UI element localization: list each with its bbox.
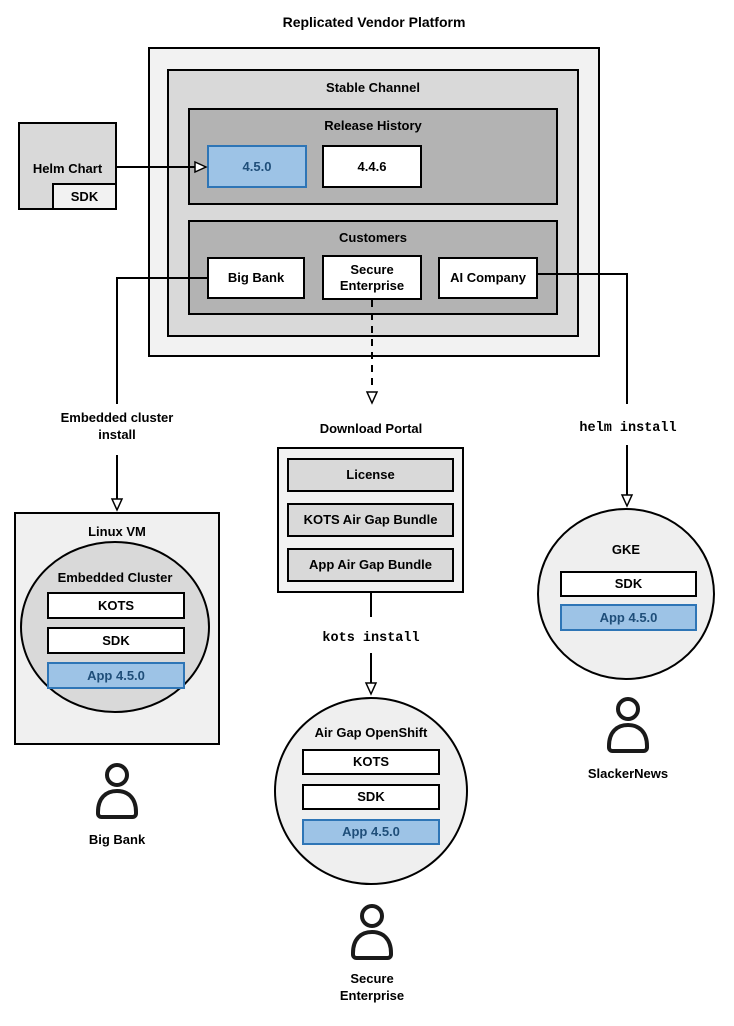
big-bank-user-label: Big Bank (88, 832, 146, 847)
openshift-kots-box: KOTS (302, 749, 440, 775)
gke-sdk-box: SDK (560, 571, 697, 597)
embedded-cluster-kots-box: KOTS (47, 592, 185, 619)
release-history-label: Release History (324, 118, 422, 133)
download-portal-label: Download Portal (319, 421, 423, 436)
gke-app-box: App 4.5.0 (560, 604, 697, 631)
diagram-title: Replicated Vendor Platform (282, 14, 466, 30)
gke-arrowhead-icon (620, 494, 634, 508)
customer-big-bank-box: Big Bank (207, 257, 305, 299)
openshift-arrowhead-icon (364, 682, 378, 696)
stable-channel-label: Stable Channel (326, 80, 420, 95)
release-450-box: 4.5.0 (207, 145, 307, 188)
air-gap-openshift-label: Air Gap OpenShift (314, 725, 428, 740)
gke-label: GKE (611, 542, 641, 557)
linux-vm-label: Linux VM (88, 524, 146, 539)
linux-vm-arrowhead-icon (110, 498, 124, 512)
helm-chart-sdk-box: SDK (52, 183, 117, 210)
embedded-cluster-app-box: App 4.5.0 (47, 662, 185, 689)
app-airgap-bundle-box: App Air Gap Bundle (287, 548, 454, 582)
secure-enterprise-user-label: Secure Enterprise (339, 971, 405, 1003)
openshift-app-box: App 4.5.0 (302, 819, 440, 845)
openshift-sdk-box: SDK (302, 784, 440, 810)
slackernews-user-label: SlackerNews (587, 766, 669, 781)
slackernews-user-icon (607, 697, 649, 753)
customer-secure-enterprise-box: Secure Enterprise (322, 255, 422, 300)
customers-label: Customers (339, 230, 407, 245)
customer-ai-company-box: AI Company (438, 257, 538, 299)
release-446-box: 4.4.6 (322, 145, 422, 188)
embedded-cluster-label: Embedded Cluster (57, 570, 173, 585)
kots-install-label: kots install (322, 631, 420, 646)
embedded-cluster-sdk-box: SDK (47, 627, 185, 654)
kots-airgap-bundle-box: KOTS Air Gap Bundle (287, 503, 454, 537)
helm-chart-label: Helm Chart (32, 161, 103, 176)
big-bank-user-icon (96, 763, 138, 819)
secure-enterprise-user-icon (351, 904, 393, 960)
embedded-cluster-install-label: Embedded cluster install (60, 410, 174, 442)
license-box: License (287, 458, 454, 492)
download-portal-arrowhead-icon (365, 391, 379, 405)
helm-install-label: helm install (579, 421, 677, 436)
